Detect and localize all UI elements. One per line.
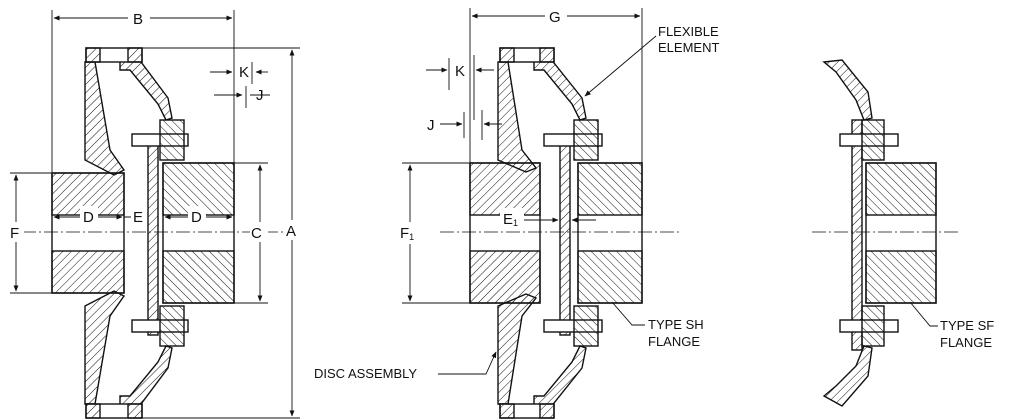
middle-view: G F1 E1 K J FLEXIBLE ELEMENT TYPE SH FLA… [314, 6, 722, 419]
label-type-sf-flange: TYPE SF FLANGE [940, 318, 998, 350]
flexible-element-middle [533, 57, 587, 121]
spacer-plate [147, 134, 159, 336]
dim-B: B [133, 11, 143, 28]
disc-assembly-left [84, 61, 126, 176]
right-view: TYPE SF FLANGE [812, 59, 998, 407]
dim-G: G [549, 9, 561, 26]
label-type-sh-flange: TYPE SH FLANGE [648, 317, 707, 349]
dim-F1: F1 [400, 225, 414, 242]
dim-J-left: J [256, 87, 264, 104]
flexible-element-right [822, 59, 873, 121]
dim-E: E [133, 209, 143, 226]
dim-K-middle: K [455, 63, 465, 80]
disc-assembly-middle [497, 61, 538, 173]
dim-E1: E1 [503, 211, 518, 228]
dim-C: C [251, 225, 262, 242]
dim-D-right: D [191, 209, 202, 226]
label-flexible-element: FLEXIBLE ELEMENT [658, 24, 722, 55]
dim-A: A [286, 223, 296, 240]
left-hub [51, 172, 125, 294]
dim-J-middle: J [427, 117, 435, 134]
dim-K-left: K [239, 64, 249, 81]
dim-F: F [10, 225, 19, 242]
right-hub [162, 162, 235, 304]
left-view: B A C F D E D K J [8, 8, 301, 419]
label-disc-assembly: DISC ASSEMBLY [314, 366, 417, 381]
dim-D-left: D [83, 209, 94, 226]
flexible-element-left [119, 57, 173, 121]
